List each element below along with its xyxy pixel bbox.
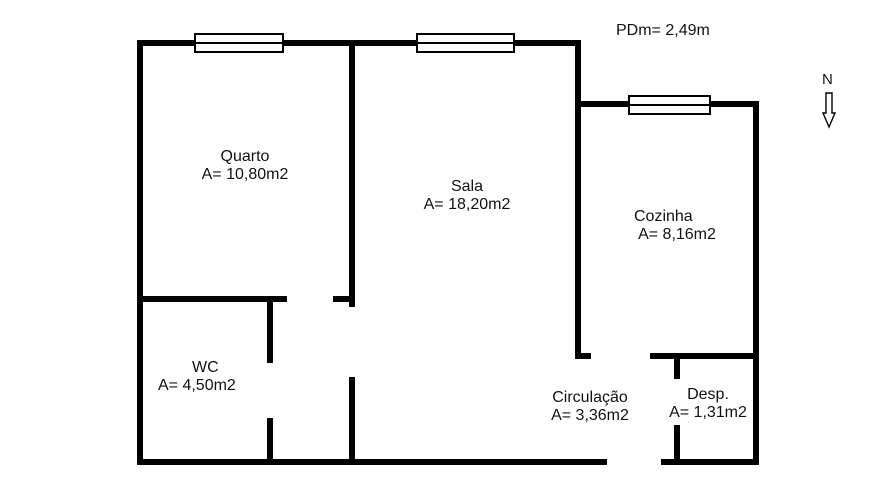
north-arrow-icon (821, 92, 837, 129)
room-label-cozinha: Cozinha A= 8,16m2 (618, 208, 728, 244)
room-name: Cozinha (634, 208, 693, 225)
room-area: A= 1,31m2 (669, 404, 747, 421)
room-area: A= 10,80m2 (201, 166, 289, 183)
room-label-sala: Sala A= 18,20m2 (412, 178, 522, 214)
room-area: A= 18,20m2 (423, 196, 511, 213)
room-label-desp: Desp. A= 1,31m2 (659, 386, 757, 422)
room-name: Circulação (552, 389, 628, 406)
room-area: A= 3,36m2 (551, 407, 629, 424)
north-label: N (822, 71, 833, 88)
room-label-circulacao: Circulação A= 3,36m2 (538, 389, 642, 425)
windows (194, 33, 711, 115)
room-label-quarto: Quarto A= 10,80m2 (190, 148, 300, 184)
room-name: Sala (450, 178, 484, 195)
room-label-wc: WC A= 4,50m2 (152, 359, 256, 395)
page-title: PDm= 2,49m (616, 22, 710, 39)
room-area: A= 4,50m2 (158, 377, 236, 394)
room-name: Quarto (220, 148, 270, 165)
window-quarto (194, 33, 284, 53)
room-area: A= 8,16m2 (638, 226, 716, 243)
room-name: Desp. (687, 386, 729, 403)
window-sala (416, 33, 515, 53)
window-cozinha (628, 95, 711, 115)
room-name: WC (192, 359, 219, 376)
